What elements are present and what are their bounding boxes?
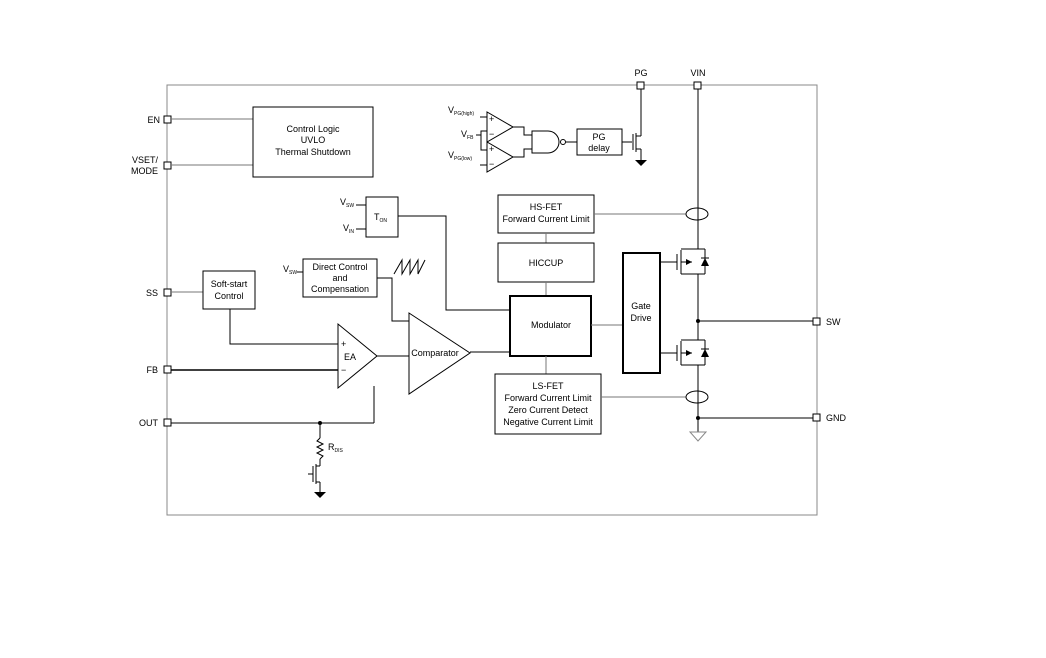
- ground-symbol: [688, 431, 708, 442]
- pin-label-pg: PG: [634, 68, 647, 78]
- direct-control-line3: Compensation: [311, 284, 369, 294]
- nand-gate: [531, 130, 560, 154]
- pin-label-vin: VIN: [690, 68, 705, 78]
- pg-delay-line1: PG: [592, 132, 605, 142]
- ton-block: [365, 196, 399, 238]
- rdis-label: RDIS: [328, 442, 344, 454]
- direct-control-line2: and: [332, 273, 347, 283]
- ea-label: EA: [344, 352, 356, 362]
- vsw-dc-label: VSW: [283, 264, 297, 276]
- pin-label-vset: VSET/: [132, 155, 159, 165]
- ls-current-sense: [685, 390, 709, 404]
- gate-drive-line2: Drive: [630, 313, 651, 323]
- pg-cmp-high-plus: +: [489, 114, 494, 124]
- pin-label-ss: SS: [146, 288, 158, 298]
- ls-fet-line4: Negative Current Limit: [503, 417, 593, 427]
- hiccup-block: [497, 242, 595, 283]
- discharge-fet: [308, 459, 326, 498]
- pg-fet: [632, 89, 647, 166]
- pg-delay-line2: delay: [588, 143, 610, 153]
- ls-fet-line1: LS-FET: [532, 381, 564, 391]
- ls-fet-line3: Zero Current Detect: [508, 405, 588, 415]
- ea-minus: −: [341, 365, 346, 375]
- ramp-waveform: [393, 258, 426, 276]
- pin-out: OUT: [139, 418, 172, 428]
- ic-outline: [166, 84, 818, 516]
- pg-comparator-high: + −: [486, 111, 515, 143]
- comparator-label: Comparator: [411, 348, 459, 358]
- hs-power-fet: [676, 246, 709, 337]
- gate-drive-block: [622, 252, 661, 374]
- control-logic-line1: Control Logic: [286, 124, 340, 134]
- ls-power-fet: [676, 337, 709, 366]
- pin-label-mode: MODE: [131, 166, 158, 176]
- control-logic-line3: Thermal Shutdown: [275, 147, 351, 157]
- pg-cmp-low-plus: +: [489, 144, 494, 154]
- pin-label-fb: FB: [146, 365, 158, 375]
- pin-label-en: EN: [147, 115, 160, 125]
- hs-fet-block: [497, 194, 595, 234]
- hiccup-label: HICCUP: [529, 258, 564, 268]
- pin-fb: FB: [146, 365, 172, 375]
- modulator-block: [509, 295, 592, 357]
- pg-cmp-high-minus: −: [489, 129, 494, 139]
- pin-gnd: GND: [812, 413, 847, 423]
- vpg-high-label: VPG(high): [448, 105, 474, 117]
- control-logic-block: [252, 106, 374, 178]
- gate-drive-line1: Gate: [631, 301, 651, 311]
- pin-label-sw: SW: [826, 317, 841, 327]
- pin-ss: SS: [146, 288, 172, 298]
- hs-current-sense: [685, 207, 709, 221]
- soft-start-line2: Control: [214, 291, 243, 301]
- ea-plus: +: [341, 339, 346, 349]
- pin-label-out: OUT: [139, 418, 159, 428]
- hs-fet-line1: HS-FET: [530, 202, 563, 212]
- vfb-label: VFB: [461, 129, 474, 141]
- pin-vin: VIN: [690, 68, 706, 90]
- soft-start-block: [202, 270, 256, 310]
- modulator-label: Modulator: [531, 320, 571, 330]
- vsw-ton-label: VSW: [340, 197, 354, 209]
- ls-fet-block: [494, 373, 602, 435]
- ls-fet-line2: Forward Current Limit: [504, 393, 592, 403]
- pin-vset-mode: VSET/ MODE: [131, 155, 172, 176]
- direct-control-line1: Direct Control: [312, 262, 367, 272]
- pin-label-gnd: GND: [826, 413, 847, 423]
- hs-fet-line2: Forward Current Limit: [502, 214, 590, 224]
- rdis-resistor: [315, 437, 325, 460]
- vpg-low-label: VPG(low): [448, 150, 472, 162]
- soft-start-line1: Soft-start: [211, 279, 248, 289]
- pin-pg: PG: [634, 68, 648, 90]
- vin-ton-label: VIN: [343, 223, 354, 235]
- pg-cmp-low-minus: −: [489, 159, 494, 169]
- pg-comparator-low: + −: [486, 141, 515, 173]
- pin-en: EN: [147, 115, 172, 125]
- ton-label: TON: [374, 212, 387, 224]
- pin-sw: SW: [812, 317, 841, 327]
- control-logic-line2: UVLO: [301, 135, 326, 145]
- pwm-comparator: [408, 312, 471, 395]
- error-amplifier: [337, 322, 378, 390]
